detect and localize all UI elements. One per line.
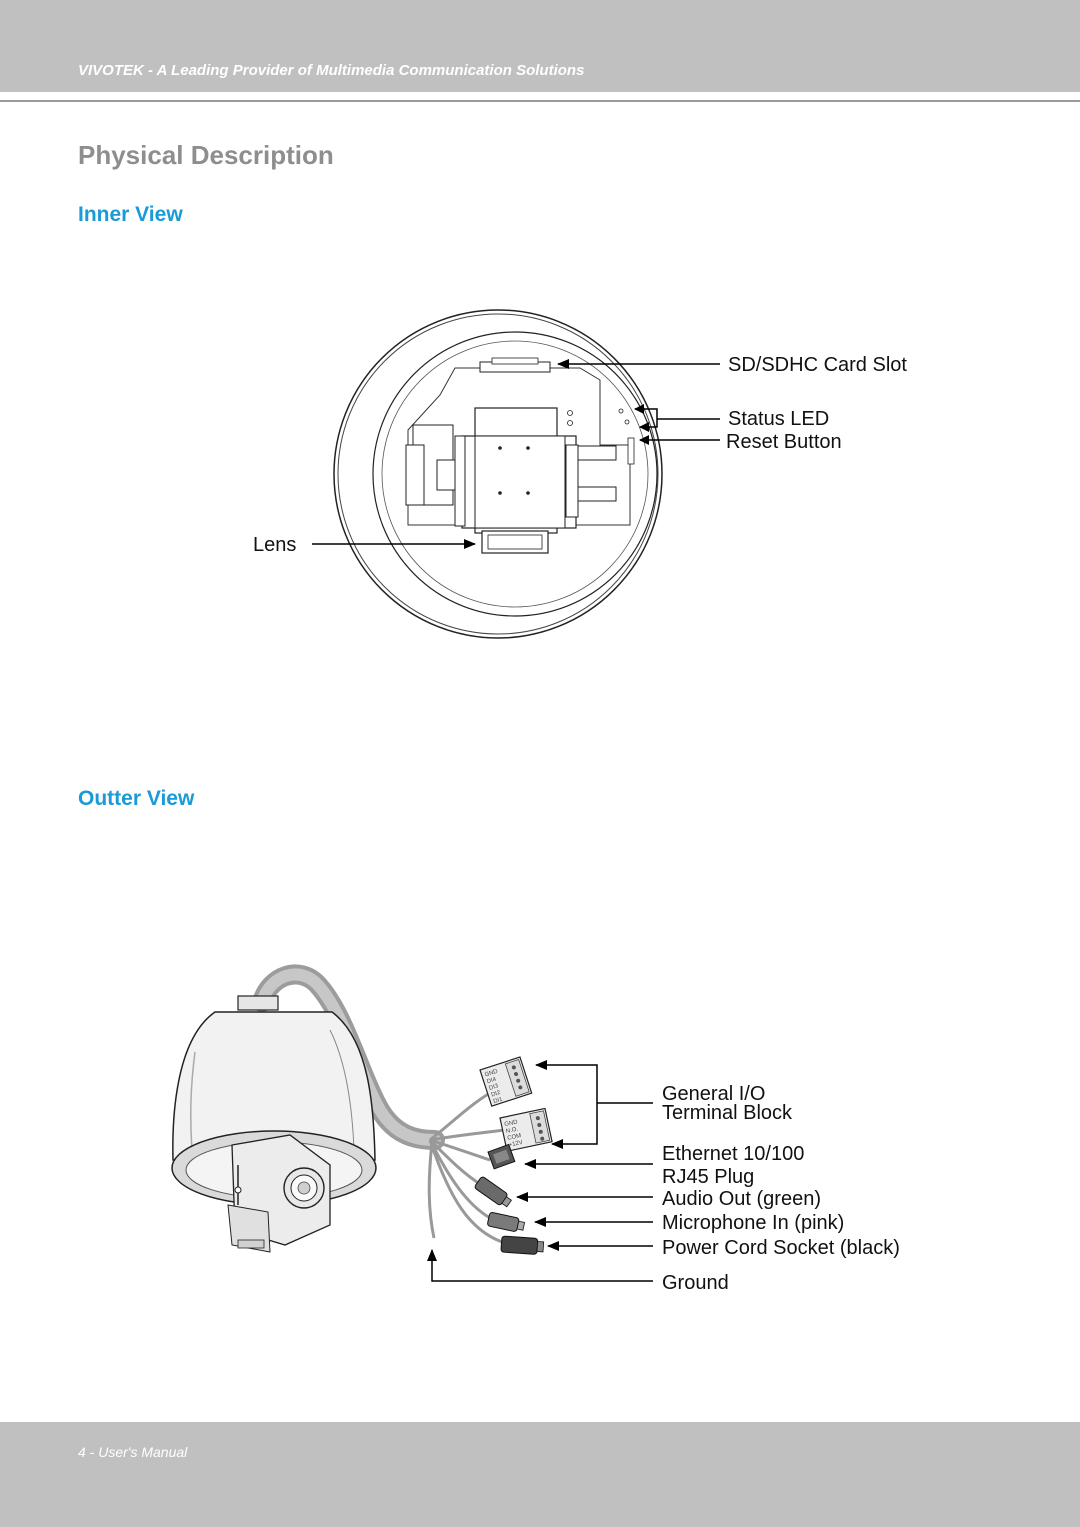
status-led [567,410,573,416]
sd-card-slot-label: SD/SDHC Card Slot [728,354,907,376]
audio-out-connector [474,1176,512,1208]
svg-text:DI3: DI3 [488,1083,499,1092]
outer-view-callouts: General I/O Terminal Block Ethernet 10/1… [427,1060,900,1294]
inner-view-title: Inner View [78,203,183,226]
microphone-in-label: Microphone In (pink) [662,1212,844,1234]
svg-text:+12V: +12V [508,1140,523,1149]
inner-view-callouts: SD/SDHC Card Slot Status LED Reset Butto… [253,354,907,556]
audio-out-label: Audio Out (green) [662,1188,821,1210]
header-tagline: VIVOTEK - A Leading Provider of Multimed… [78,62,585,79]
svg-text:GND: GND [504,1119,519,1128]
reset-button [624,419,630,425]
general-io-label-line1: General I/O [662,1083,765,1105]
dome-inner-ring [372,331,658,617]
svg-text:N.O.: N.O. [505,1126,519,1135]
svg-text:GND: GND [484,1069,499,1079]
rj45-plug [487,1143,516,1170]
terminal-block-1: GND DI4 DI3 DI2 DI1 [479,1056,533,1107]
outer-view-title: Outter View [78,787,195,810]
outer-view-diagram: GND DI4 DI3 DI2 DI1 GND N.O. COM +12V [171,964,553,1255]
page-title: Physical Description [78,140,334,170]
svg-text:COM: COM [507,1133,522,1142]
inner-view-diagram [333,309,663,639]
dome-housing [172,1011,376,1161]
microphone-in-connector [487,1212,526,1232]
page-header: VIVOTEK - A Leading Provider of Multimed… [0,0,1080,92]
ethernet-label-line1: Ethernet 10/100 [662,1143,804,1165]
power-cord-label: Power Cord Socket (black) [662,1237,900,1259]
svg-text:DI1: DI1 [493,1096,504,1105]
ethernet-label-line2: RJ45 Plug [662,1166,754,1188]
header-divider [0,100,1080,102]
status-led-label: Status LED [728,408,829,430]
general-io-label-line2: Terminal Block [662,1102,793,1124]
svg-text:DI2: DI2 [491,1090,502,1099]
reset-button-label: Reset Button [726,431,842,453]
ground-label: Ground [662,1272,729,1294]
power-cord-socket [500,1235,545,1255]
dome-outer-ring [333,309,663,639]
terminal-block-2: GND N.O. COM +12V [499,1107,553,1152]
svg-text:DI4: DI4 [486,1076,497,1085]
lens-label: Lens [253,534,296,556]
page-footer: 4 - User's Manual [0,1422,1080,1527]
footer-page-number: 4 - User's Manual [78,1444,188,1460]
